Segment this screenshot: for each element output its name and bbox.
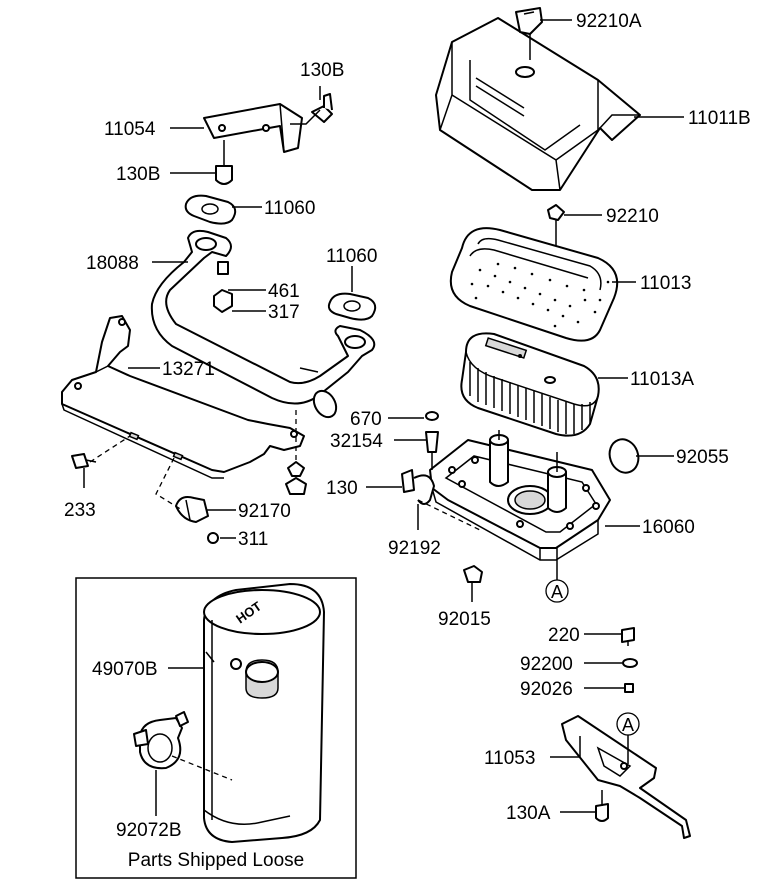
label-11060-a: 11060 <box>264 198 315 219</box>
label-18088: 18088 <box>86 253 139 274</box>
cover-knob <box>515 7 543 60</box>
washer-92200 <box>622 658 638 668</box>
label-11054: 11054 <box>104 119 156 140</box>
muffler-clamp <box>133 711 189 770</box>
label-92210: 92210 <box>606 206 659 227</box>
air-cleaner-cover <box>435 17 641 191</box>
nut-311 <box>207 532 219 544</box>
ref-a-lower-text: A <box>622 715 634 735</box>
label-670: 670 <box>350 409 382 430</box>
label-130b-mid: 130B <box>116 164 160 185</box>
label-11011b: 11011B <box>688 108 751 129</box>
label-317: 317 <box>268 302 300 323</box>
label-11013: 11013 <box>640 273 691 294</box>
label-311: 311 <box>238 529 268 550</box>
label-92072b: 92072B <box>116 820 182 841</box>
label-11013a: 11013A <box>630 369 694 390</box>
label-130b-top: 130B <box>300 60 344 81</box>
pre-cleaner-element <box>449 227 619 342</box>
loose-parts-caption: Parts Shipped Loose <box>128 850 304 871</box>
bolt-220 <box>621 627 635 646</box>
air-cleaner-base <box>429 430 611 561</box>
spacer-92026 <box>624 683 634 693</box>
label-49070b: 49070B <box>92 659 158 680</box>
label-92210a: 92210A <box>576 11 642 32</box>
bolt-130b-mid <box>215 140 233 185</box>
nut-pair-lower <box>285 461 307 495</box>
label-32154: 32154 <box>330 431 383 452</box>
reference-marker-a-lower: A <box>616 712 640 764</box>
label-92026: 92026 <box>520 679 573 700</box>
exhaust-gasket-2 <box>327 292 377 321</box>
label-220: 220 <box>548 625 580 646</box>
label-92055: 92055 <box>676 447 729 468</box>
label-92200: 92200 <box>520 654 573 675</box>
leader-lines <box>83 19 684 816</box>
loose-parts-box <box>75 577 357 879</box>
label-92015: 92015 <box>438 609 491 630</box>
label-13271: 13271 <box>162 359 215 380</box>
part-labels: 92210A 11011B 130B 11054 130B 11060 9221… <box>64 11 751 871</box>
label-11053: 11053 <box>484 748 535 769</box>
label-92170: 92170 <box>238 501 291 522</box>
label-233: 233 <box>64 500 96 521</box>
stud-nuts <box>213 261 233 313</box>
bolt-130a <box>595 790 609 822</box>
exhaust-pipe <box>150 229 376 419</box>
reference-marker-a-upper: A <box>545 548 569 603</box>
bolt-130b-top <box>311 93 333 123</box>
clamp-92170 <box>175 496 209 523</box>
breather-fittings <box>401 411 439 505</box>
exhaust-gasket-1 <box>184 194 237 225</box>
muffler <box>203 583 325 843</box>
label-130: 130 <box>326 478 358 499</box>
o-ring-gasket <box>608 438 640 474</box>
label-92192: 92192 <box>388 538 441 559</box>
paper-air-filter <box>460 332 600 437</box>
label-16060: 16060 <box>642 517 695 538</box>
label-11060-b: 11060 <box>326 246 377 267</box>
ref-a-upper-text: A <box>551 582 563 602</box>
nut-92015 <box>463 565 483 583</box>
label-461: 461 <box>268 281 300 302</box>
mounting-bracket-11053 <box>561 715 691 839</box>
label-130a: 130A <box>506 803 551 824</box>
assembly-lines <box>89 410 481 781</box>
exhaust-bracket <box>203 103 303 153</box>
